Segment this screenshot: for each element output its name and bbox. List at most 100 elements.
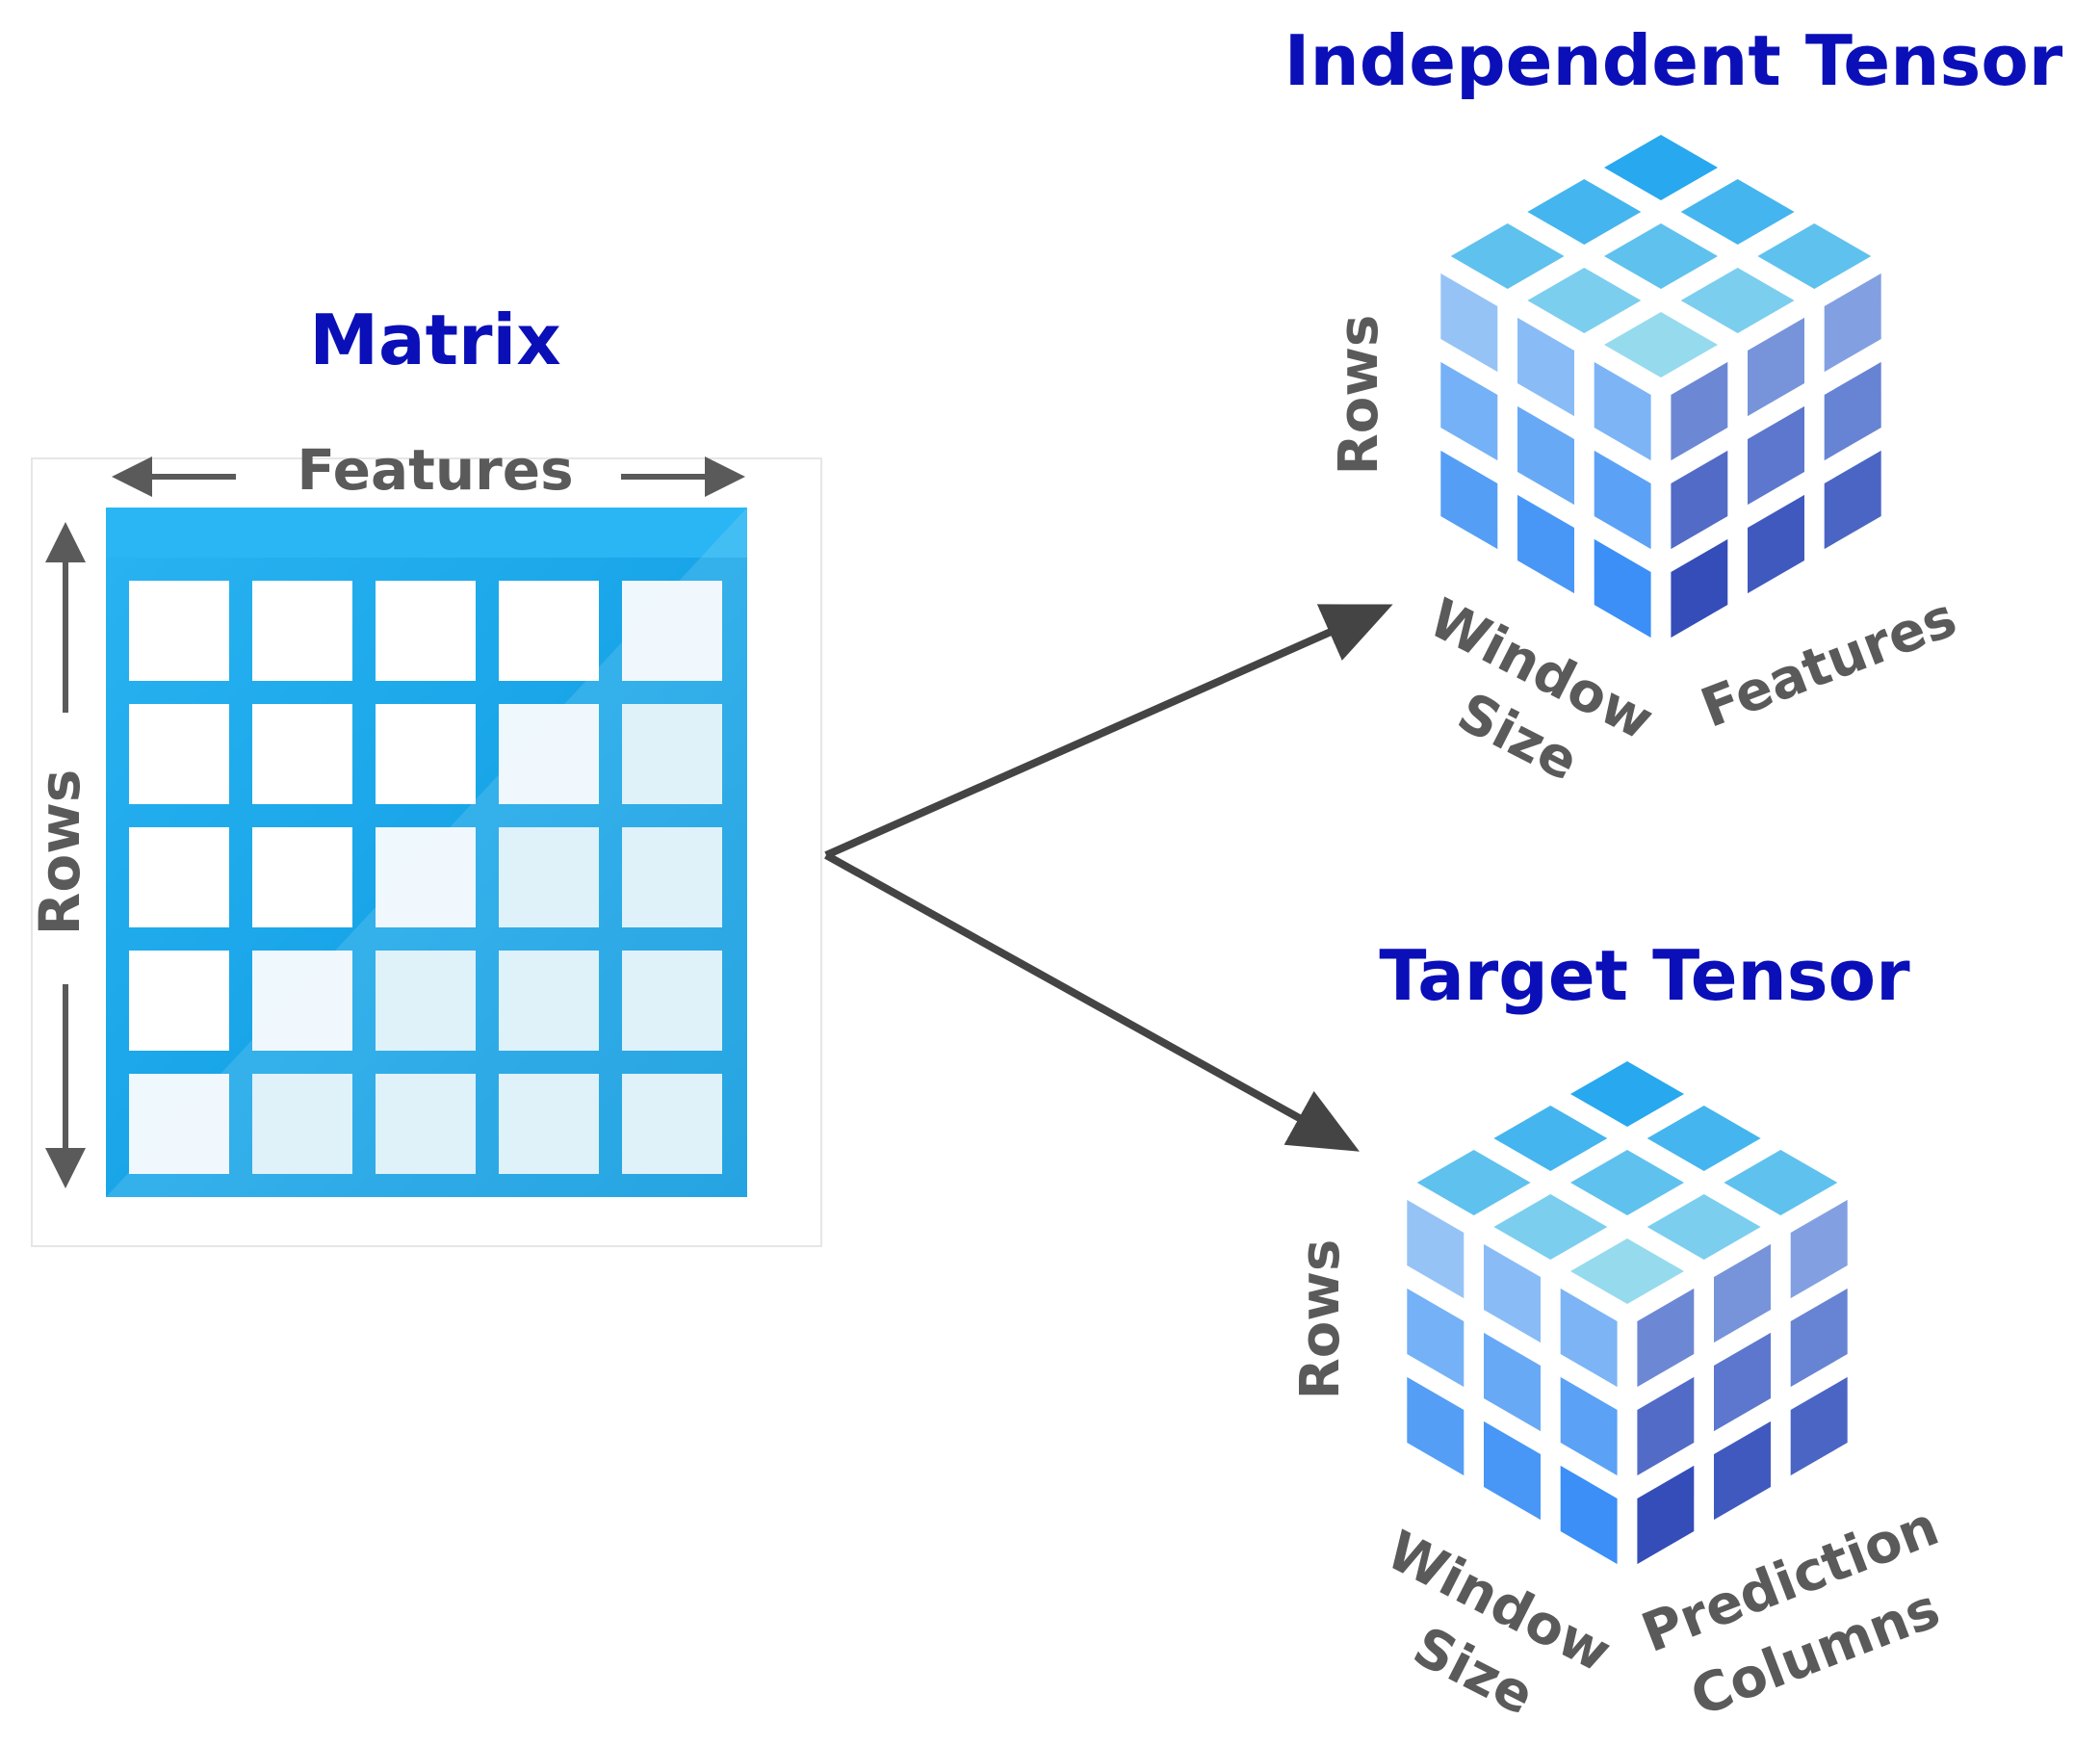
cube-top-cell [1493, 1194, 1608, 1260]
matrix-cell [129, 1074, 229, 1174]
cube-left-cell [1517, 405, 1574, 506]
cube-right-cell [1824, 450, 1881, 550]
matrix-cell [499, 951, 599, 1051]
cube-left-cell [1560, 1288, 1618, 1388]
cube-left-cell [1407, 1288, 1465, 1388]
cube-right-cell [1790, 1288, 1848, 1388]
cube-top-cell [1493, 1106, 1608, 1171]
cube-right-cell [1714, 1420, 1771, 1521]
cube-top-cell [1646, 1106, 1761, 1171]
cube-left-cell [1440, 450, 1498, 550]
matrix-cell [252, 951, 352, 1051]
matrix-cell [622, 581, 722, 681]
cube-left-cell [1484, 1420, 1541, 1521]
cube-right-cell [1790, 1199, 1848, 1299]
matrix-cell [622, 827, 722, 927]
matrix-cell [252, 704, 352, 804]
cube-top-cell [1570, 1061, 1684, 1127]
cube-left-cell [1594, 538, 1651, 638]
cube-top-cell [1604, 223, 1718, 289]
cube-top-cell [1680, 179, 1795, 245]
matrix-features-label: Features [297, 437, 573, 503]
matrix-cell [376, 827, 476, 927]
cube-right-cell [1824, 361, 1881, 461]
cube-top-cell [1570, 1238, 1684, 1304]
cube-left-cell [1484, 1243, 1541, 1343]
matrix-cell [499, 581, 599, 681]
cube-right-cell [1671, 450, 1728, 550]
cube-right-cell [1637, 1465, 1695, 1565]
cube-left-cell [1517, 494, 1574, 594]
matrix-title: Matrix [309, 300, 560, 380]
target-tensor-rows-label: Rows [1289, 1239, 1352, 1400]
cube-right-cell [1824, 273, 1881, 373]
matrix-cell [622, 704, 722, 804]
matrix-cell [252, 1074, 352, 1174]
matrix-cell [499, 827, 599, 927]
independent-tensor-group: Independent Tensor Rows Window Size Feat… [1284, 20, 2063, 794]
matrix-cell [376, 581, 476, 681]
cube-right-cell [1714, 1332, 1771, 1432]
cube-top-cell [1527, 179, 1642, 245]
cube-left-cell [1407, 1376, 1465, 1476]
matrix-rows-label: Rows [27, 769, 92, 936]
cube-top-cell [1527, 268, 1642, 333]
cube-right-cell [1748, 405, 1804, 506]
cube-top-cell [1570, 1150, 1684, 1215]
matrix-cells [106, 508, 747, 1197]
cube-top-cell [1604, 312, 1718, 378]
matrix-group: Matrix Features Rows [27, 300, 822, 1247]
target-tensor-title: Target Tensor [1379, 935, 1910, 1016]
cube-right-cell [1637, 1288, 1695, 1388]
cube-left-cell [1484, 1332, 1541, 1432]
cube-top-cell [1450, 223, 1565, 289]
cube-left-cell [1440, 361, 1498, 461]
cube-top-cell [1604, 135, 1718, 200]
cube-right-cell [1671, 538, 1728, 638]
cube-left-cell [1594, 361, 1651, 461]
cube-right-cell [1637, 1376, 1695, 1476]
cube-top-cell [1757, 223, 1872, 289]
cube-silhouette [1397, 1050, 1857, 1581]
cube-silhouette [1431, 123, 1891, 655]
matrix-diagonal-shine [106, 508, 747, 1197]
matrix-cell [622, 1074, 722, 1174]
matrix-cell [129, 827, 229, 927]
cube-left-cell [1560, 1465, 1618, 1565]
cube-left-cell [1407, 1199, 1465, 1299]
matrix-cell [129, 581, 229, 681]
independent-tensor-title: Independent Tensor [1284, 20, 2063, 101]
cube-left-cell [1440, 273, 1498, 373]
connector-arrows [824, 604, 1393, 1152]
matrix-cell [376, 951, 476, 1051]
cube-left-cell [1594, 450, 1651, 550]
independent-tensor-rows-label: Rows [1328, 315, 1390, 476]
target-tensor-group: Target Tensor Rows Window Size Predictio… [1289, 935, 1948, 1729]
cube-top-cell [1646, 1194, 1761, 1260]
cube-top-cell [1680, 268, 1795, 333]
cube-top-cell [1416, 1150, 1531, 1215]
matrix-cell [376, 704, 476, 804]
matrix-cell [252, 827, 352, 927]
cube-right-cell [1748, 317, 1804, 417]
matrix-cell [622, 951, 722, 1051]
matrix-header-band [106, 508, 747, 558]
matrix-cell [252, 581, 352, 681]
cube-right-cell [1714, 1243, 1771, 1343]
cube-left-cell [1560, 1376, 1618, 1476]
cube-right-cell [1748, 494, 1804, 594]
cube-top-cell [1724, 1150, 1838, 1215]
matrix-cell [376, 1074, 476, 1174]
matrix-cell [499, 1074, 599, 1174]
target-tensor-cube [1397, 1050, 1857, 1581]
cube-right-cell [1790, 1376, 1848, 1476]
cube-right-cell [1671, 361, 1728, 461]
cube-left-cell [1517, 317, 1574, 417]
matrix-cell [129, 704, 229, 804]
arrow-to-independent-tensor [824, 604, 1393, 859]
arrow-to-target-tensor [824, 851, 1360, 1152]
matrix-cell [129, 951, 229, 1051]
independent-tensor-cube [1431, 123, 1891, 655]
matrix-cell [499, 704, 599, 804]
